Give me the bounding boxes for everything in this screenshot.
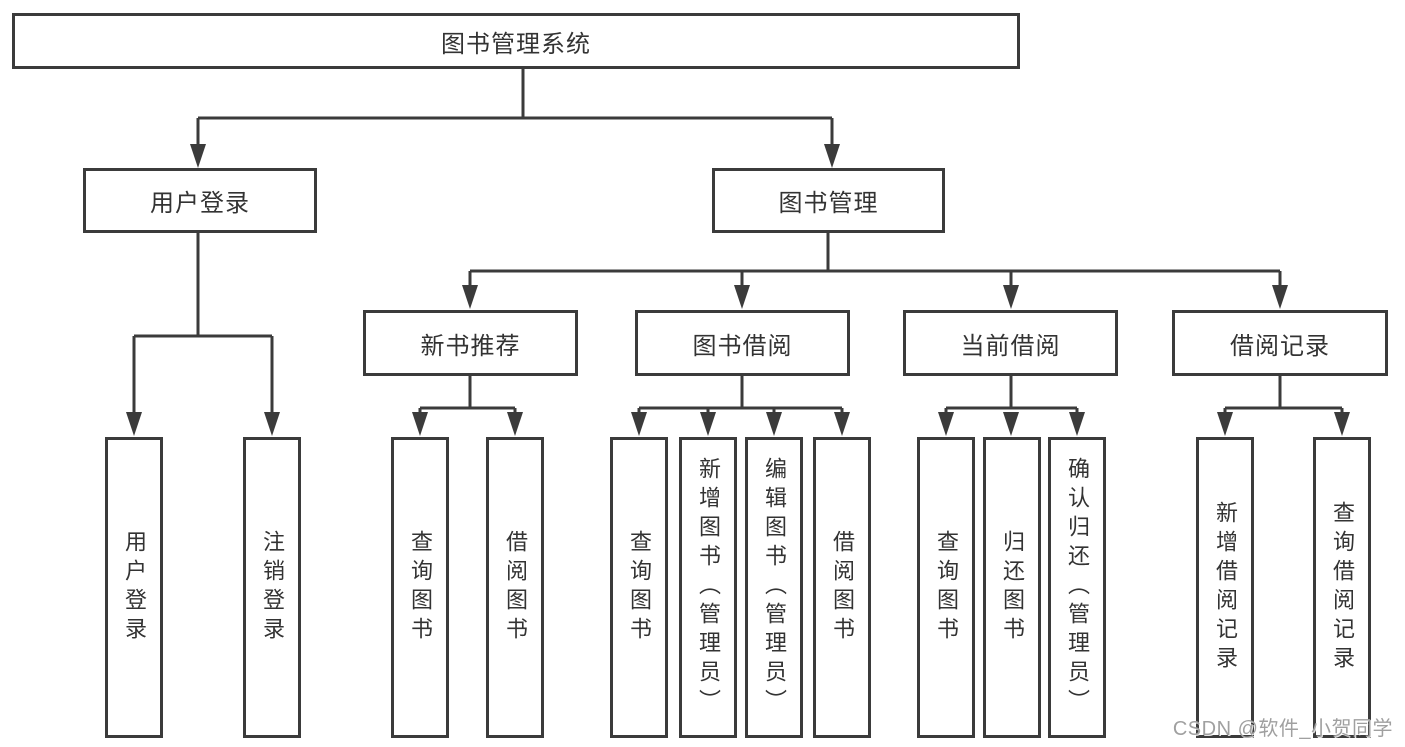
node-new-book-recommend: 新书推荐 bbox=[363, 310, 578, 376]
leaf-borrow-book: 借阅图书 bbox=[813, 437, 871, 738]
leaf-logout: 注销登录 bbox=[243, 437, 301, 738]
leaf-return-book: 归还图书 bbox=[983, 437, 1041, 738]
node-borrow-records-label: 借阅记录 bbox=[1230, 332, 1330, 360]
node-borrow-records: 借阅记录 bbox=[1172, 310, 1388, 376]
leaf-borrow-book-recommend: 借阅图书 bbox=[486, 437, 544, 738]
leaf-query-borrow-record: 查询借阅记录 bbox=[1313, 437, 1371, 738]
watermark: CSDN @软件_小贺同学 bbox=[1172, 718, 1393, 740]
leaf-borrow-book-label: 借阅图书 bbox=[830, 529, 855, 646]
leaf-return-book-label: 归还图书 bbox=[1000, 529, 1025, 646]
node-root: 图书管理系统 bbox=[12, 13, 1020, 69]
leaf-add-book-admin: 新增图书（管理员） bbox=[679, 437, 737, 738]
leaf-edit-book-admin: 编辑图书（管理员） bbox=[745, 437, 803, 738]
leaf-add-book-admin-label: 新增图书（管理员） bbox=[696, 457, 721, 718]
node-root-label: 图书管理系统 bbox=[441, 30, 591, 58]
leaf-add-borrow-record-label: 新增借阅记录 bbox=[1213, 500, 1238, 675]
leaf-query-book-label: 查询图书 bbox=[627, 529, 652, 646]
leaf-confirm-return-admin-label: 确认归还（管理员） bbox=[1065, 457, 1090, 718]
node-current-borrow: 当前借阅 bbox=[903, 310, 1118, 376]
node-current-borrow-label: 当前借阅 bbox=[960, 332, 1061, 360]
leaf-confirm-return-admin: 确认归还（管理员） bbox=[1048, 437, 1106, 738]
node-book-management: 图书管理 bbox=[712, 168, 945, 233]
leaf-query-book: 查询图书 bbox=[610, 437, 668, 738]
node-book-borrow: 图书借阅 bbox=[635, 310, 850, 376]
leaf-query-current-book: 查询图书 bbox=[917, 437, 975, 738]
leaf-add-borrow-record: 新增借阅记录 bbox=[1196, 437, 1254, 738]
node-new-book-recommend-label: 新书推荐 bbox=[420, 332, 521, 360]
leaf-query-current-book-label: 查询图书 bbox=[934, 529, 959, 646]
node-book-management-label: 图书管理 bbox=[778, 190, 879, 217]
leaf-query-borrow-record-label: 查询借阅记录 bbox=[1330, 500, 1355, 675]
node-user-login: 用户登录 bbox=[83, 168, 317, 233]
leaf-query-book-recommend-label: 查询图书 bbox=[408, 529, 433, 646]
leaf-edit-book-admin-label: 编辑图书（管理员） bbox=[762, 457, 787, 718]
leaf-user-login-label: 用户登录 bbox=[122, 529, 147, 646]
leaf-query-book-recommend: 查询图书 bbox=[391, 437, 449, 738]
node-book-borrow-label: 图书借阅 bbox=[692, 332, 793, 360]
leaf-logout-label: 注销登录 bbox=[260, 529, 285, 646]
leaf-user-login: 用户登录 bbox=[105, 437, 163, 738]
node-user-login-label: 用户登录 bbox=[150, 190, 250, 217]
leaf-borrow-book-recommend-label: 借阅图书 bbox=[503, 529, 528, 646]
